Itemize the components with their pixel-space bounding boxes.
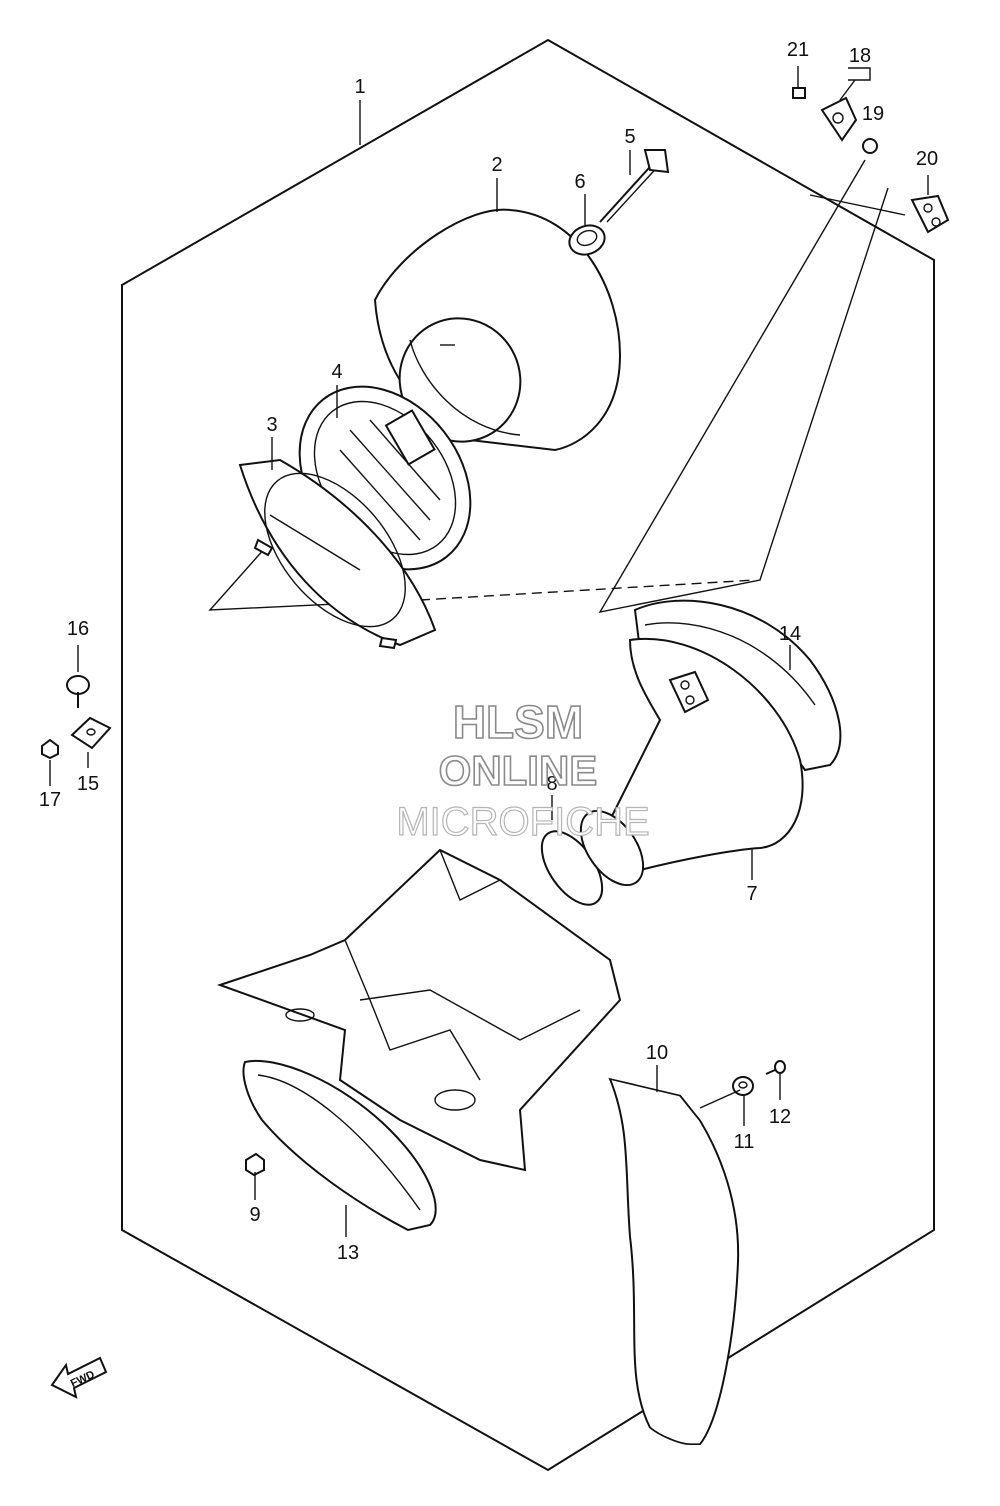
nut-17 (41, 738, 59, 760)
oring-19 (862, 138, 878, 154)
clamp (540, 809, 645, 906)
filter-element (373, 208, 622, 452)
callout-17: 17 (39, 789, 61, 811)
callout-1: 1 (354, 76, 365, 98)
callout-11: 11 (734, 1131, 755, 1153)
screw-21 (792, 87, 806, 99)
watermark-line1: HLSM (453, 696, 583, 748)
callout-15: 15 (77, 773, 99, 795)
wing-bolt (599, 149, 670, 223)
guide-line-left-dash (419, 579, 756, 601)
watermark-line3: MICROFICHE (396, 800, 649, 844)
callout-12: 12 (769, 1106, 791, 1128)
fwd-arrow-icon: FWD (50, 1356, 108, 1399)
callout-2: 2 (491, 154, 502, 176)
lower-gasket (242, 1059, 437, 1232)
callout-16: 16 (67, 618, 89, 640)
callout-13: 13 (337, 1242, 359, 1264)
callout-20: 20 (916, 148, 938, 170)
callout-21: 21 (787, 39, 809, 61)
callout-8: 8 (546, 773, 557, 795)
watermark-line2: ONLINE (439, 747, 598, 794)
filter-holder (238, 458, 437, 650)
callout-6: 6 (574, 171, 585, 193)
callout-4: 4 (331, 361, 342, 383)
screw-12 (765, 1060, 786, 1075)
callout-18: 18 (849, 45, 871, 67)
bracket-18 (820, 96, 858, 142)
callout-19: 19 (862, 103, 884, 125)
grommet (568, 224, 606, 256)
bolt-16 (66, 675, 90, 708)
nut-15 (70, 716, 112, 750)
callout-3: 3 (266, 414, 277, 436)
air-cleaner-case (216, 848, 622, 1172)
duct-cover (608, 1077, 740, 1446)
plate-20 (910, 194, 950, 234)
watermark: HLSM ONLINE MICROFICHE (396, 695, 651, 844)
callout-5: 5 (624, 126, 635, 148)
callout-9: 9 (249, 1204, 260, 1226)
nut-9 (245, 1152, 265, 1177)
guide-line-20 (809, 194, 906, 216)
assembly-frame (121, 38, 935, 1472)
callout-10: 10 (646, 1042, 668, 1064)
guide-lines-upper (598, 159, 889, 613)
callout-14: 14 (779, 623, 801, 645)
leader-lines (49, 66, 929, 1237)
intake-funnel (598, 637, 804, 872)
callout-7: 7 (746, 883, 757, 905)
callout-labels: 1 2 3 4 5 6 7 8 9 10 11 12 13 14 15 16 1… (39, 39, 938, 1264)
